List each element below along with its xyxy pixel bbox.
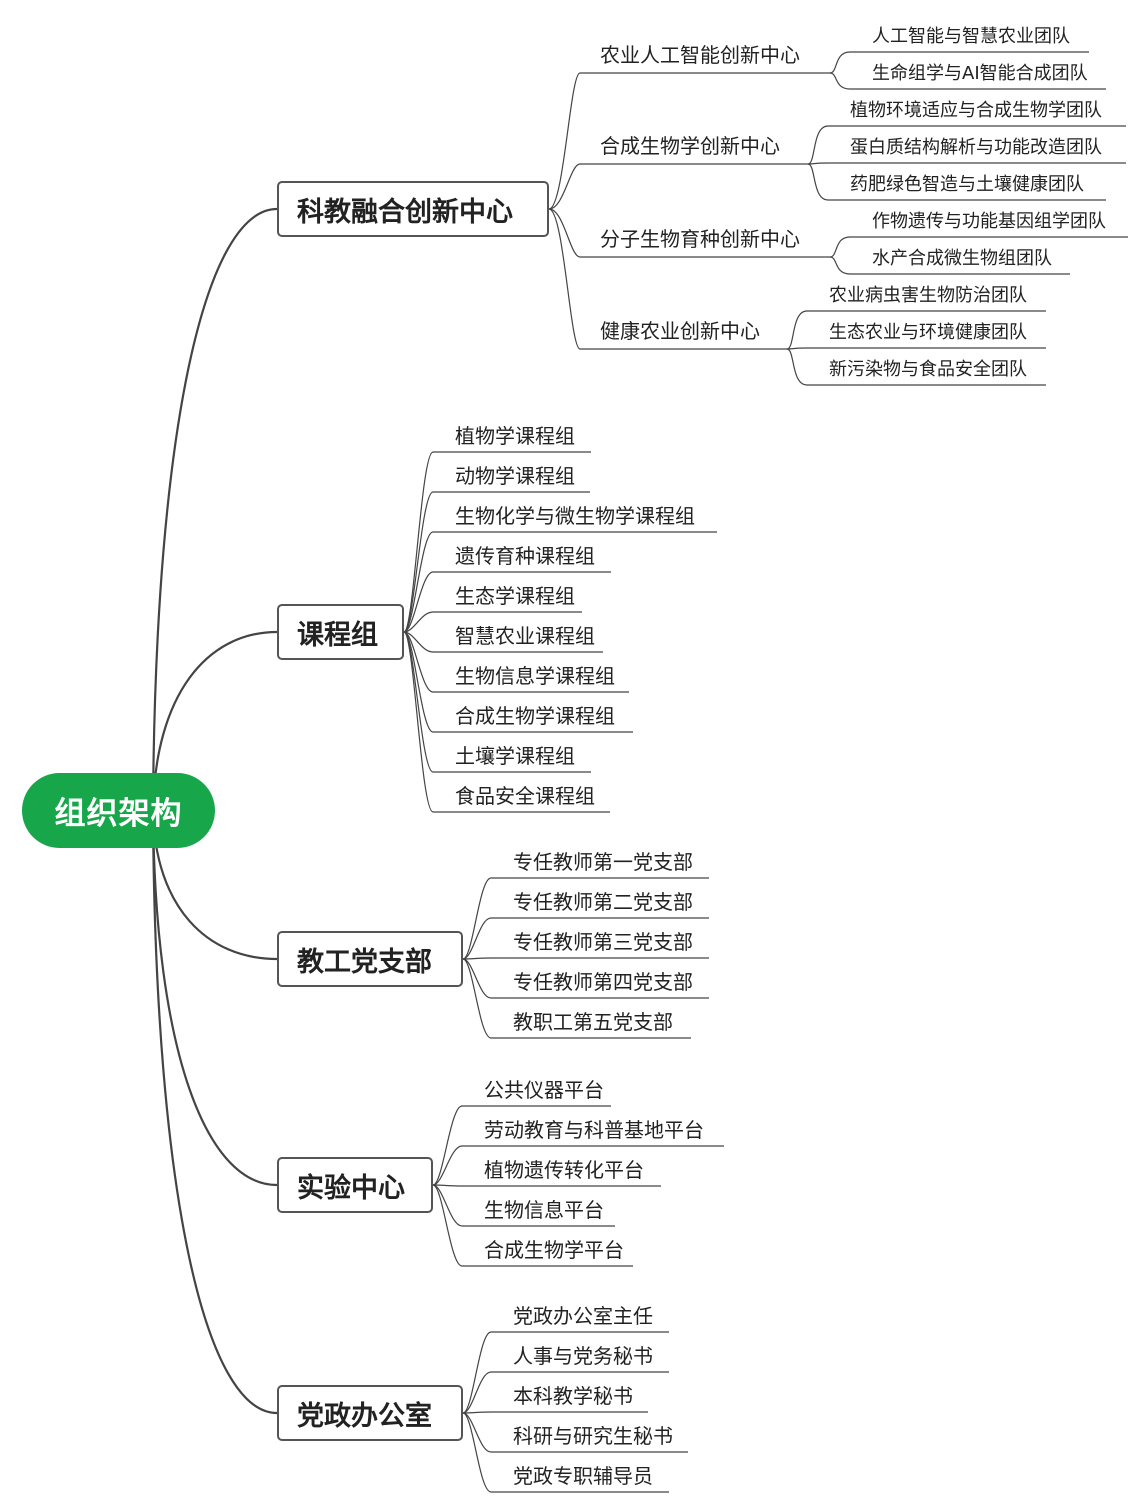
branch-connector	[403, 631, 434, 773]
branch-label: 科教融合创新中心	[297, 196, 513, 228]
root-connector	[151, 207, 278, 812]
leaf-connector	[807, 163, 829, 201]
root-node[interactable]: 组织架构	[22, 773, 215, 848]
leaf-connector	[829, 72, 851, 90]
item-label[interactable]: 专任教师第三党支部	[513, 930, 693, 954]
item-label[interactable]: 智慧农业课程组	[455, 624, 595, 648]
item-label[interactable]: 合成生物学课程组	[455, 704, 615, 728]
team-label[interactable]: 药肥绿色智造与土壤健康团队	[850, 174, 1084, 195]
branch-connector	[403, 531, 434, 633]
team-label[interactable]: 人工智能与智慧农业团队	[872, 26, 1070, 47]
item-label[interactable]: 生物信息平台	[484, 1198, 604, 1222]
branch-connector	[462, 917, 492, 960]
branch-node[interactable]: 科教融合创新中心	[277, 181, 549, 237]
branch-connector	[462, 1331, 492, 1414]
branch-label: 课程组	[297, 619, 378, 651]
leaf-connector	[807, 125, 829, 165]
item-label[interactable]: 合成生物学平台	[484, 1238, 624, 1262]
branch-connector	[462, 958, 492, 1039]
item-label[interactable]: 劳动教育与科普基地平台	[484, 1118, 704, 1142]
item-label[interactable]: 土壤学课程组	[455, 744, 575, 768]
branch-connector	[432, 1145, 463, 1186]
team-label[interactable]: 新污染物与食品安全团队	[829, 359, 1027, 380]
branch-connector	[432, 1184, 463, 1267]
item-label[interactable]: 专任教师第二党支部	[513, 890, 693, 914]
item-label[interactable]: 科研与研究生秘书	[513, 1424, 673, 1448]
branch-connector	[403, 451, 434, 633]
branch-connector	[462, 1412, 492, 1493]
team-label[interactable]: 植物环境适应与合成生物学团队	[850, 100, 1102, 121]
branch-connector	[403, 631, 434, 813]
branch-connector	[462, 1411, 492, 1414]
branch-connector	[403, 571, 434, 633]
team-label[interactable]: 生命组学与AI智能合成团队	[872, 63, 1088, 84]
leaf-connector	[829, 256, 851, 275]
item-label[interactable]: 遗传育种课程组	[455, 544, 595, 568]
branch-connector	[462, 957, 492, 960]
item-label[interactable]: 植物学课程组	[455, 424, 575, 448]
branch-connector	[462, 877, 492, 960]
leaf-connector	[786, 348, 808, 386]
team-label[interactable]: 农业病虫害生物防治团队	[829, 285, 1027, 306]
leaf-connector	[786, 347, 808, 350]
team-label[interactable]: 蛋白质结构解析与功能改造团队	[850, 137, 1102, 158]
leaf-connector	[829, 51, 851, 74]
branch-label: 实验中心	[297, 1172, 405, 1204]
center-label[interactable]: 合成生物学创新中心	[600, 134, 780, 158]
root-connector	[151, 630, 278, 812]
branch-connector	[403, 491, 434, 633]
center-label[interactable]: 健康农业创新中心	[600, 319, 760, 343]
item-label[interactable]: 专任教师第四党支部	[513, 970, 693, 994]
branch-connector	[432, 1105, 463, 1186]
center-label[interactable]: 农业人工智能创新中心	[600, 43, 800, 67]
root-label: 组织架构	[54, 796, 183, 832]
branch-connector	[403, 631, 434, 693]
branch-connector	[403, 631, 434, 733]
branch-node[interactable]: 教工党支部	[277, 931, 463, 987]
team-label[interactable]: 生态农业与环境健康团队	[829, 322, 1027, 343]
item-label[interactable]: 生物化学与微生物学课程组	[455, 504, 695, 528]
root-connector	[151, 810, 278, 1187]
item-label[interactable]: 植物遗传转化平台	[484, 1158, 644, 1182]
branch-connector	[403, 611, 434, 633]
item-label[interactable]: 本科教学秘书	[513, 1384, 633, 1408]
item-label[interactable]: 教职工第五党支部	[513, 1010, 673, 1034]
branch-connector	[548, 208, 581, 258]
branch-node[interactable]: 课程组	[277, 604, 404, 660]
leaf-connector	[807, 162, 829, 165]
branch-node[interactable]: 实验中心	[277, 1157, 433, 1213]
team-label[interactable]: 水产合成微生物组团队	[872, 248, 1052, 269]
branch-node[interactable]: 党政办公室	[277, 1385, 463, 1441]
item-label[interactable]: 专任教师第一党支部	[513, 850, 693, 874]
item-label[interactable]: 食品安全课程组	[455, 784, 595, 808]
root-connector	[151, 810, 278, 1415]
leaf-connector	[829, 236, 851, 258]
item-label[interactable]: 党政办公室主任	[513, 1304, 653, 1328]
branch-connector	[548, 208, 581, 350]
item-label[interactable]: 生态学课程组	[455, 584, 575, 608]
branch-label: 教工党支部	[297, 946, 432, 978]
center-label[interactable]: 分子生物育种创新中心	[600, 227, 800, 251]
branch-connector	[548, 163, 581, 210]
item-label[interactable]: 人事与党务秘书	[513, 1344, 653, 1368]
branch-label: 党政办公室	[297, 1400, 432, 1432]
branch-connector	[462, 1371, 492, 1414]
leaf-connector	[786, 310, 808, 350]
item-label[interactable]: 党政专职辅导员	[513, 1464, 653, 1488]
item-label[interactable]: 动物学课程组	[455, 464, 575, 488]
branch-connector	[548, 72, 581, 210]
item-label[interactable]: 生物信息学课程组	[455, 664, 615, 688]
item-label[interactable]: 公共仪器平台	[484, 1078, 604, 1102]
team-label[interactable]: 作物遗传与功能基因组学团队	[872, 211, 1106, 232]
branch-connector	[432, 1184, 463, 1187]
